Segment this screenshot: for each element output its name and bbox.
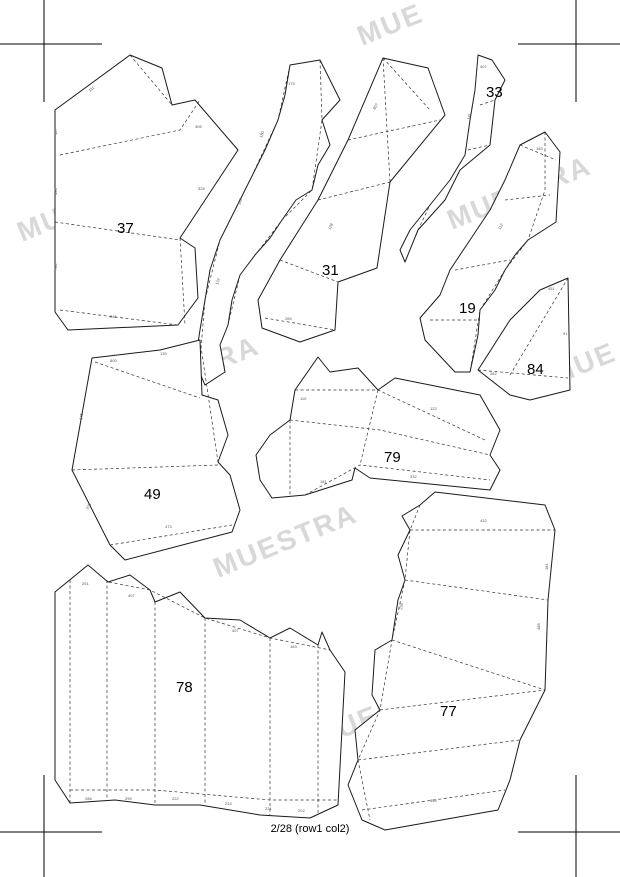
svg-text:305: 305 [195, 124, 202, 129]
piece-label: 77 [440, 703, 457, 720]
svg-text:295: 295 [125, 796, 132, 801]
piece-label: 84 [527, 361, 544, 378]
svg-text:234: 234 [398, 602, 404, 610]
piece-label: 19 [459, 300, 476, 317]
piece-label: 37 [117, 220, 134, 237]
piece-77: 432 181 488 234 354 77 [347, 491, 556, 831]
svg-text:326: 326 [198, 186, 205, 191]
svg-text:128: 128 [327, 222, 335, 231]
svg-text:141: 141 [466, 112, 472, 120]
svg-text:375: 375 [85, 502, 93, 511]
piece-37: 111 117 490 782 305 326 246 37 [53, 54, 239, 331]
piece-84: 451 91 282 84 [477, 277, 571, 401]
svg-text:488: 488 [536, 623, 541, 630]
svg-text:221: 221 [265, 806, 272, 811]
svg-text:451: 451 [548, 286, 555, 291]
piece-label: 31 [322, 262, 339, 279]
svg-text:407: 407 [128, 593, 135, 598]
svg-text:91: 91 [563, 331, 568, 336]
piece-label: 33 [486, 84, 503, 101]
piece-label: 78 [176, 679, 193, 696]
watermark-top: MUE [353, 0, 428, 52]
svg-text:224: 224 [225, 801, 232, 806]
page-footer: 2/28 (row1 col2) [270, 823, 350, 835]
svg-text:246: 246 [110, 314, 117, 319]
svg-text:432: 432 [480, 518, 487, 523]
svg-text:222: 222 [172, 796, 179, 801]
svg-text:282: 282 [490, 371, 497, 376]
svg-text:145: 145 [78, 412, 84, 420]
svg-text:800: 800 [110, 358, 117, 363]
piece-label: 49 [144, 486, 161, 503]
svg-text:261: 261 [82, 581, 89, 586]
svg-text:110: 110 [300, 396, 307, 401]
svg-text:782: 782 [53, 263, 58, 270]
piece-49: 800 139 145 375 473 49 [71, 339, 241, 561]
svg-text:407: 407 [480, 64, 487, 69]
piece-33: 407 141 33 [399, 54, 506, 263]
svg-text:490: 490 [53, 188, 58, 195]
svg-text:122: 122 [430, 406, 437, 411]
svg-text:139: 139 [160, 351, 167, 356]
svg-text:180: 180 [258, 130, 265, 139]
svg-text:137: 137 [214, 277, 221, 286]
svg-text:117: 117 [53, 128, 58, 135]
piece-19: 183 112 19 [419, 131, 561, 373]
svg-text:183: 183 [536, 146, 543, 151]
svg-text:607: 607 [372, 102, 380, 111]
svg-text:111: 111 [87, 85, 95, 93]
svg-text:181: 181 [320, 479, 327, 484]
piece-zigzag-strip: 175 180 123 137 [194, 59, 341, 386]
svg-text:473: 473 [165, 524, 172, 529]
svg-text:269: 269 [285, 316, 292, 321]
svg-text:354: 354 [430, 798, 437, 803]
piece-31: 607 128 269 31 [257, 57, 446, 343]
svg-text:123: 123 [236, 197, 243, 206]
piece-78: 261 407 407 183 286 295 222 224 221 202 … [54, 564, 346, 819]
svg-text:407: 407 [232, 628, 239, 633]
svg-text:286: 286 [85, 796, 92, 801]
piece-79: 110 122 181 332 79 [255, 356, 501, 499]
svg-text:183: 183 [290, 644, 297, 649]
svg-text:175: 175 [288, 81, 295, 86]
svg-text:202: 202 [298, 808, 305, 813]
svg-text:112: 112 [497, 222, 505, 231]
piece-label: 79 [384, 449, 401, 466]
svg-text:181: 181 [544, 563, 549, 570]
svg-text:332: 332 [410, 474, 417, 479]
